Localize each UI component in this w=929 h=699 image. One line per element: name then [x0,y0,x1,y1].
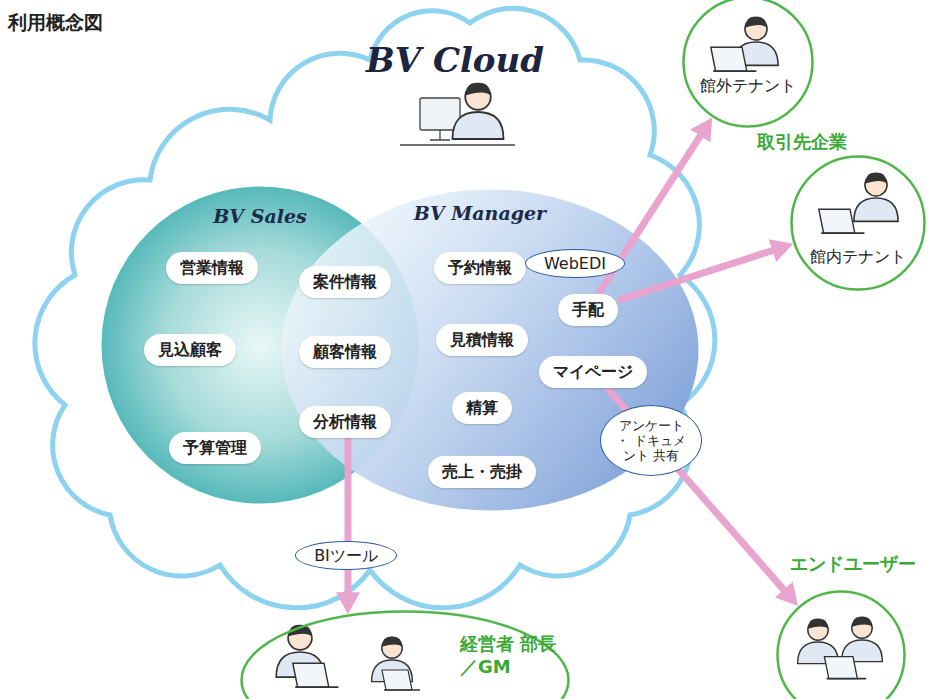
edge-label: BIツール [314,546,378,565]
pill-text: 売上・売掛 [442,461,522,483]
info-pill: 売上・売掛 [428,456,536,488]
label-box: 取引先企業 [757,130,847,154]
node-heading: BV Manager [270,202,690,224]
pill-text: 分析情報 [313,411,377,433]
edge-label-bubble: BIツール [295,541,397,570]
pill-text: 営業情報 [180,257,244,279]
tenant-figure [711,17,778,72]
pill-text: 見込顧客 [158,339,222,361]
node-heading: 経営者 部長／GM [460,632,560,678]
diagram-title: 利用概念図 [8,10,103,36]
edge-label-bubble: アンケート ・ ドキュメント 共有 [600,405,702,476]
ellipse-outline [242,612,569,699]
edge-label: WebEDI [544,254,606,273]
node-heading: 館内テナント [790,247,926,268]
manager-figure [276,625,420,690]
info-pill: 営業情報 [166,252,258,284]
pill-text: 顧客情報 [313,341,377,363]
ellipse-outline [684,0,813,127]
node-heading: BV Sales [100,205,420,227]
edge-label: アンケート ・ ドキュメント 共有 [611,418,691,463]
info-pill: 案件情報 [299,266,391,298]
flow-arrow [607,388,789,596]
pill-text: マイページ [553,361,633,383]
ellipse-outline [240,610,570,699]
info-pill: 予算管理 [169,432,261,464]
pill-text: 見積情報 [450,329,514,351]
flow-arrow [345,438,352,600]
info-pill: 予約情報 [434,252,526,284]
node-heading: エンドユーザー [788,552,918,576]
info-pill: 精算 [452,392,512,424]
info-pill: 手配 [558,294,618,326]
pill-text: 予約情報 [448,257,512,279]
user-figure [798,617,883,679]
pill-text: 案件情報 [313,271,377,293]
info-pill: 分析情報 [299,406,391,438]
ellipse-outline [778,592,905,699]
ellipse-outline [776,590,906,699]
node-heading: 館外テナント [682,76,814,97]
tenant-figure [819,173,898,234]
party-circle: 館外テナント [682,0,814,128]
cloud-region: BV CloudBV Sales営業情報見込顧客予算管理案件情報顧客情報分析情報… [40,15,730,615]
operator-figure [400,83,515,145]
info-pill: 顧客情報 [299,336,391,368]
ellipse-outline [790,155,926,291]
pill-text: 精算 [466,397,498,419]
pill-text: 予算管理 [183,437,247,459]
node-heading: BV Cloud [110,40,800,80]
group-label: 取引先企業 [757,130,847,154]
ellipse-outline [282,190,699,511]
party-circle: エンドユーザー [776,590,906,699]
ellipse-outline [792,157,925,290]
party-ellipse: 経営者 部長／GM [240,610,570,699]
pill-text: 手配 [572,299,604,321]
ellipse-outline [682,0,814,128]
title-box: 利用概念図 [8,10,103,36]
info-pill: 見積情報 [436,324,528,356]
edge-label-bubble: WebEDI [525,249,625,278]
party-circle: 館内テナント [790,155,926,291]
info-pill: マイページ [539,356,647,388]
cloud-outline [35,8,715,608]
info-pill: 見込顧客 [144,334,236,366]
